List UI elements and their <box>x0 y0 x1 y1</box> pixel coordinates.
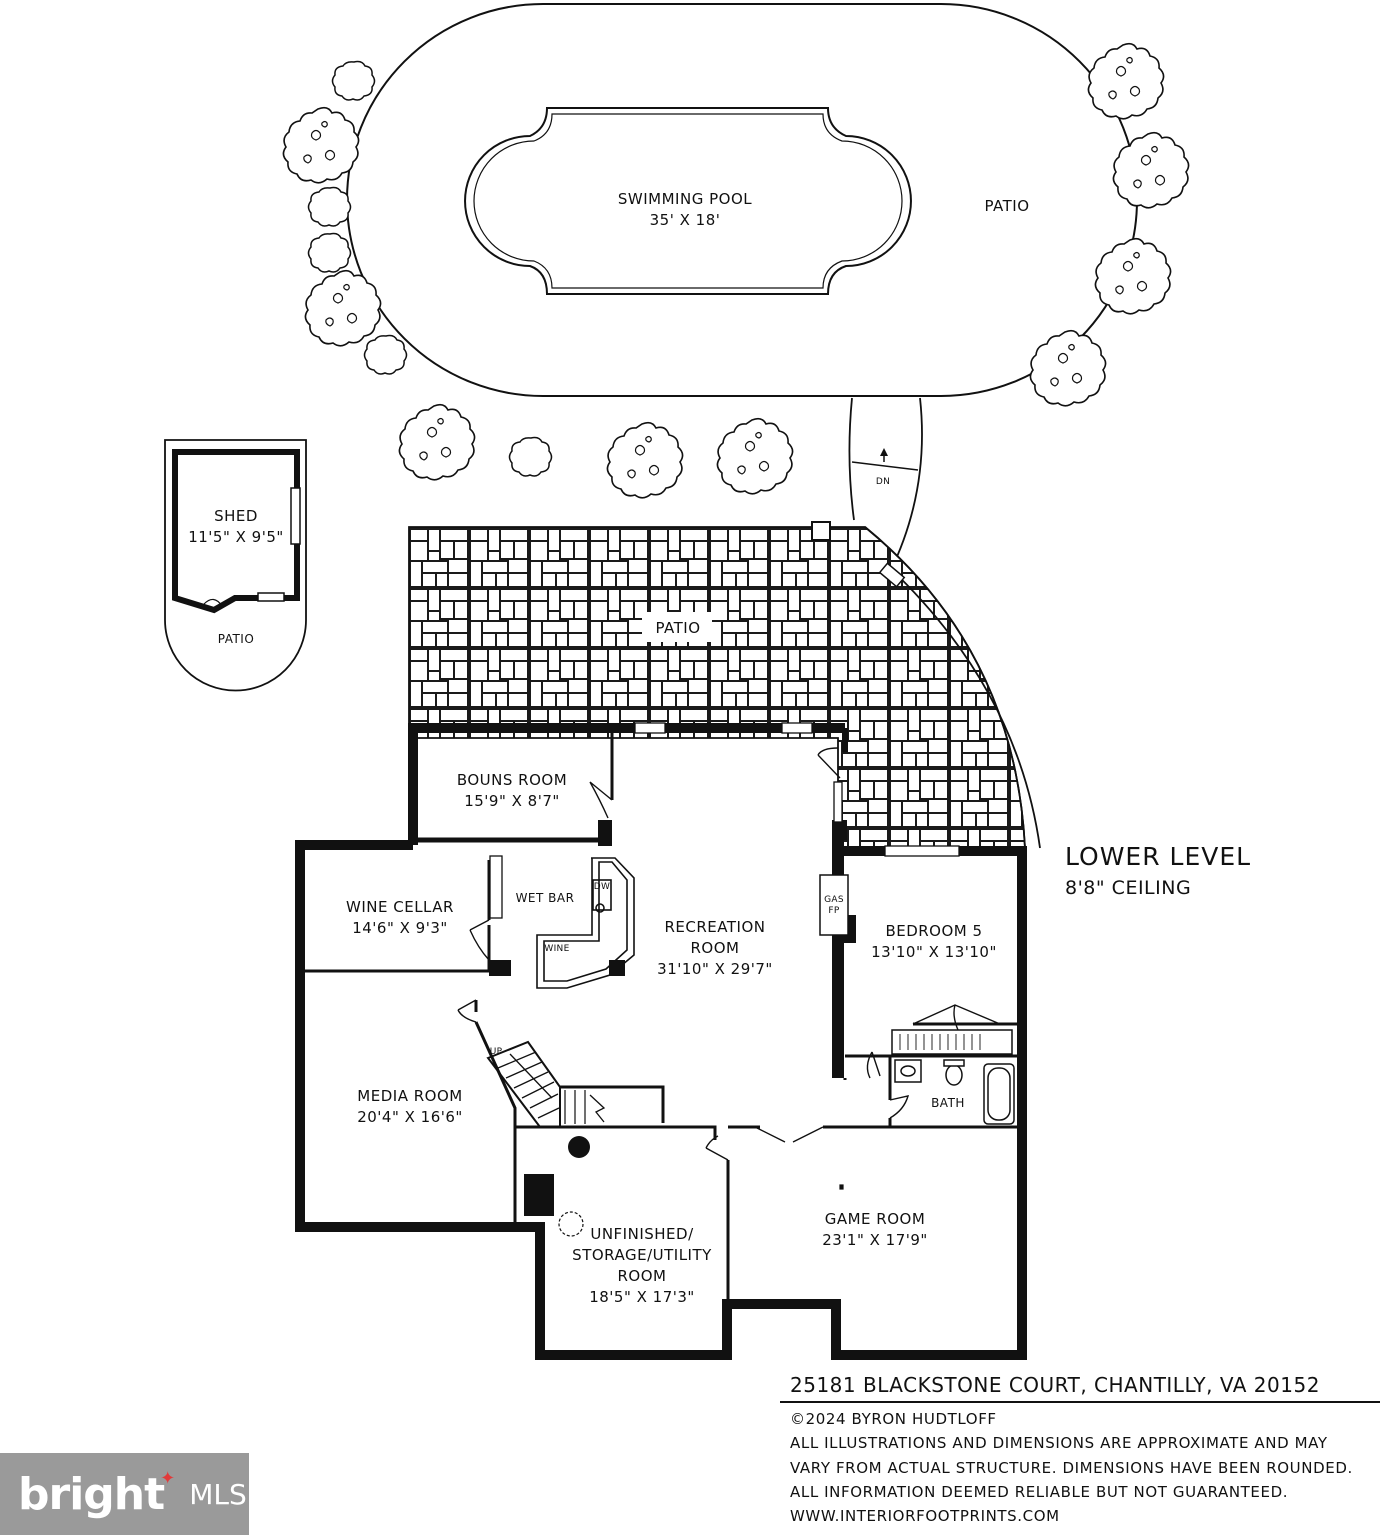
wine-label: WINE <box>544 944 570 954</box>
wall-blocks <box>489 820 856 1216</box>
recreation-room-name2: ROOM <box>690 939 740 957</box>
utility-fixtures <box>558 1184 844 1237</box>
stairs-up-label: UP <box>489 1047 503 1057</box>
recreation-room-label: RECREATION ROOM 31'10" X 29'7" <box>640 917 790 980</box>
pool-label: SWIMMING POOL 35' X 18' <box>590 189 780 231</box>
shed-label: SHED 11'5" X 9'5" <box>180 506 292 548</box>
logo-brand: bright <box>18 1468 165 1520</box>
swimming-pool <box>464 107 912 295</box>
pool-dims: 35' X 18' <box>649 211 721 229</box>
media-room-label: MEDIA ROOM 20'4" X 16'6" <box>335 1086 485 1128</box>
bonus-room-name: BOUNS ROOM <box>456 771 568 789</box>
bright-mls-logo: bright ✦ MLS <box>0 1453 249 1535</box>
ceiling-height: 8'8" CEILING <box>1065 877 1192 899</box>
game-room-label: GAME ROOM 23'1" X 17'9" <box>800 1209 950 1251</box>
bedroom5-dims: 13'10" X 13'10" <box>871 943 997 961</box>
gas-fp-line2: FP <box>828 906 840 916</box>
shed-dims: 11'5" X 9'5" <box>188 528 284 546</box>
bath-fixtures <box>891 1029 1015 1125</box>
bonus-room-dims: 15'9" X 8'7" <box>464 792 560 810</box>
bonus-room-label: BOUNS ROOM 15'9" X 8'7" <box>430 770 594 812</box>
unfinished-dims: 18'5" X 17'3" <box>589 1288 695 1306</box>
pool-name: SWIMMING POOL <box>617 190 753 208</box>
unfinished-line3: ROOM <box>617 1267 667 1285</box>
unfinished-line2: STORAGE/UTILITY <box>572 1246 712 1264</box>
wine-cellar-name: WINE CELLAR <box>346 898 454 916</box>
level-title: LOWER LEVEL <box>1065 842 1252 871</box>
unfinished-line1: UNFINISHED/ <box>590 1225 694 1243</box>
gas-fp-line1: GAS <box>824 895 844 905</box>
recreation-room-name: RECREATION <box>664 918 766 936</box>
disclaimer-line1: ALL ILLUSTRATIONS AND DIMENSIONS ARE APP… <box>790 1434 1328 1452</box>
logo-suffix: MLS <box>189 1477 247 1511</box>
game-room-dims: 23'1" X 17'9" <box>822 1231 928 1249</box>
stairs-dn-label: DN <box>875 477 891 487</box>
wet-bar-label: WET BAR <box>515 891 575 905</box>
walkway <box>848 397 923 573</box>
pool-patio-label: PATIO <box>984 197 1030 215</box>
bedroom5-label: BEDROOM 5 13'10" X 13'10" <box>862 921 1006 963</box>
property-address: 25181 BLACKSTONE COURT, CHANTILLY, VA 20… <box>790 1373 1320 1397</box>
fireplace <box>819 874 849 936</box>
bedroom5-name: BEDROOM 5 <box>885 922 983 940</box>
logo-spark-icon: ✦ <box>160 1467 176 1489</box>
media-room-name: MEDIA ROOM <box>357 1087 463 1105</box>
windows <box>489 722 960 919</box>
doors <box>457 747 1001 1161</box>
game-room-name: GAME ROOM <box>824 1210 926 1228</box>
media-room-dims: 20'4" X 16'6" <box>357 1108 463 1126</box>
gas-fp-label: GAS FP <box>822 895 846 917</box>
unfinished-room-label: UNFINISHED/ STORAGE/UTILITY ROOM 18'5" X… <box>555 1224 729 1308</box>
main-patio-label: PATIO <box>655 619 701 637</box>
website: WWW.INTERIORFOOTPRINTS.COM <box>790 1507 1060 1525</box>
dw-label: DW <box>593 882 611 892</box>
shed-patio-label: PATIO <box>217 632 255 646</box>
address-divider <box>780 1401 1380 1403</box>
wine-cellar-label: WINE CELLAR 14'6" X 9'3" <box>320 897 480 939</box>
disclaimer-line3: ALL INFORMATION DEEMED RELIABLE BUT NOT … <box>790 1483 1289 1501</box>
wet-bar-counter <box>536 857 635 989</box>
shed <box>164 439 307 692</box>
house-walls <box>295 723 1027 1360</box>
recreation-room-dims: 31'10" X 29'7" <box>657 960 773 978</box>
disclaimer-line2: VARY FROM ACTUAL STRUCTURE. DIMENSIONS H… <box>790 1459 1353 1477</box>
wine-cellar-dims: 14'6" X 9'3" <box>352 919 448 937</box>
copyright: ©2024 BYRON HUDTLOFF <box>790 1410 997 1428</box>
bath-label: BATH <box>931 1096 965 1110</box>
shed-name: SHED <box>214 507 258 525</box>
